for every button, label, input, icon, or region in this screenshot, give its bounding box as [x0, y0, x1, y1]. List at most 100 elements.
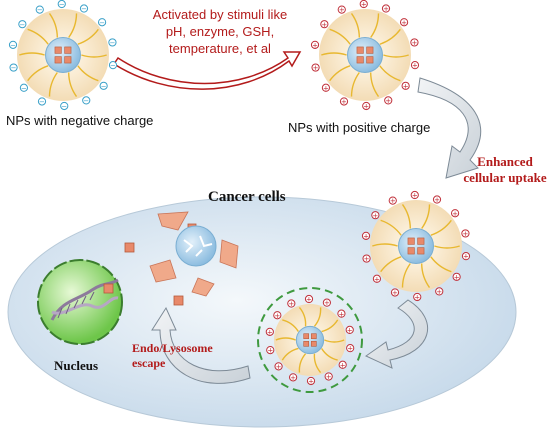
negative-charge-icon: − [57, 0, 66, 9]
negative-charge-icon: − [18, 20, 27, 29]
positive-charge-icon: + [461, 252, 471, 261]
positive-charge-icon: + [384, 96, 393, 105]
svg-text:−: − [21, 84, 27, 92]
nanoparticle-layer: −−−−−−−−−−−−−−++++++++++++++++++++++++++… [8, 0, 471, 386]
negative-np-label: NPs with negative charge [6, 113, 154, 128]
svg-text:+: + [347, 327, 353, 335]
svg-text:+: + [313, 64, 319, 72]
positive-charge-icon: + [265, 327, 274, 336]
positive-charge-icon: + [362, 254, 371, 263]
svg-text:+: + [363, 232, 369, 240]
svg-text:+: + [412, 62, 418, 70]
svg-text:+: + [401, 19, 407, 27]
svg-text:+: + [436, 288, 442, 296]
positive-charge-icon: + [266, 345, 275, 355]
positive-charge-icon: + [401, 81, 410, 90]
svg-text:+: + [338, 310, 344, 318]
svg-text:+: + [326, 373, 332, 381]
positive-charge-icon: + [289, 373, 298, 382]
svg-text:+: + [323, 84, 329, 92]
svg-text:+: + [306, 296, 312, 304]
svg-text:+: + [363, 103, 369, 111]
svg-text:+: + [290, 374, 296, 382]
positive-charge-icon: + [274, 362, 283, 371]
svg-text:−: − [61, 103, 67, 111]
positive-charge-icon: + [410, 61, 420, 70]
svg-text:−: − [81, 5, 87, 13]
svg-text:+: + [341, 98, 347, 106]
positive-charge-icon: + [321, 83, 331, 92]
svg-text:+: + [454, 273, 460, 281]
positive-charge-icon: + [337, 5, 346, 14]
svg-text:+: + [276, 363, 282, 371]
uptake-arrow [417, 77, 481, 179]
positive-charge-icon: + [310, 40, 320, 49]
positive-charge-icon: + [413, 292, 422, 302]
svg-text:+: + [462, 230, 468, 238]
negative-charge-icon: − [79, 4, 89, 13]
negative-charge-icon: − [37, 97, 47, 106]
negative-charge-icon: − [35, 5, 44, 14]
negative-charge-icon: − [99, 81, 108, 90]
svg-text:+: + [411, 39, 417, 47]
svg-text:−: − [39, 98, 45, 106]
negative-charge-icon: − [8, 40, 18, 49]
positive-charge-icon: + [371, 211, 380, 220]
svg-text:+: + [361, 1, 367, 9]
positive-charge-icon: + [372, 274, 382, 283]
svg-text:+: + [267, 347, 273, 355]
positive-charge-icon: + [287, 299, 296, 308]
svg-text:−: − [83, 97, 89, 105]
svg-text:+: + [385, 97, 391, 105]
activation-label-line-2: pH, enzyme, GSH, [165, 24, 275, 39]
svg-text:+: + [372, 212, 378, 220]
svg-text:+: + [274, 312, 280, 320]
svg-text:+: + [392, 289, 398, 297]
svg-text:+: + [321, 21, 327, 29]
svg-text:+: + [324, 299, 330, 307]
cancer-cells-label: Cancer cells [208, 189, 286, 205]
svg-text:+: + [364, 255, 370, 263]
svg-text:+: + [312, 41, 318, 49]
svg-text:+: + [463, 253, 469, 261]
positive-charge-icon: + [320, 20, 329, 29]
positive-charge-icon: + [322, 298, 331, 307]
svg-text:+: + [374, 275, 380, 283]
svg-text:−: − [10, 41, 16, 49]
internalization-arrow [365, 299, 428, 369]
svg-text:−: − [110, 62, 116, 70]
activation-label-line-3: temperature, et al [169, 41, 271, 56]
svg-text:−: − [37, 6, 43, 14]
negative-charge-icon: − [60, 101, 69, 111]
positive-charge-icon: + [311, 63, 320, 72]
positive-charge-icon: + [452, 272, 461, 281]
positive-charge-icon: + [345, 325, 354, 335]
svg-text:−: − [101, 82, 107, 90]
svg-text:−: − [11, 64, 17, 72]
svg-text:+: + [434, 196, 440, 204]
positive-charge-icon: + [361, 231, 371, 240]
svg-text:+: + [414, 294, 420, 302]
endosome [257, 287, 363, 393]
svg-text:+: + [452, 210, 458, 218]
nucleus-label: Nucleus [54, 358, 99, 373]
positive-charge-icon: + [359, 0, 368, 9]
endosome-nanoparticle: ++++++++++++++ [265, 294, 355, 386]
positive-charge-icon: + [362, 101, 371, 111]
positive-charge-icon: + [273, 311, 282, 320]
positive-charge-icon: + [381, 4, 391, 13]
positive-charge-icon: + [410, 190, 419, 200]
negative-charge-icon: − [97, 18, 107, 27]
activation-label-line-1: Activated by stimuli like [152, 7, 288, 22]
positive-nanoparticle: + + + + + + + + + + + + + + [310, 0, 420, 111]
svg-text:+: + [267, 328, 273, 336]
positive-charge-icon: + [399, 18, 409, 27]
positive-charge-icon: + [390, 288, 400, 297]
negative-charge-icon: − [82, 96, 91, 105]
negative-nanoparticle: −−−−−−−−−−−−−− [8, 0, 118, 111]
svg-text:−: − [59, 1, 65, 9]
released-drug-fragments [124, 211, 239, 306]
svg-text:+: + [308, 378, 314, 386]
positive-charge-icon: + [339, 97, 349, 106]
